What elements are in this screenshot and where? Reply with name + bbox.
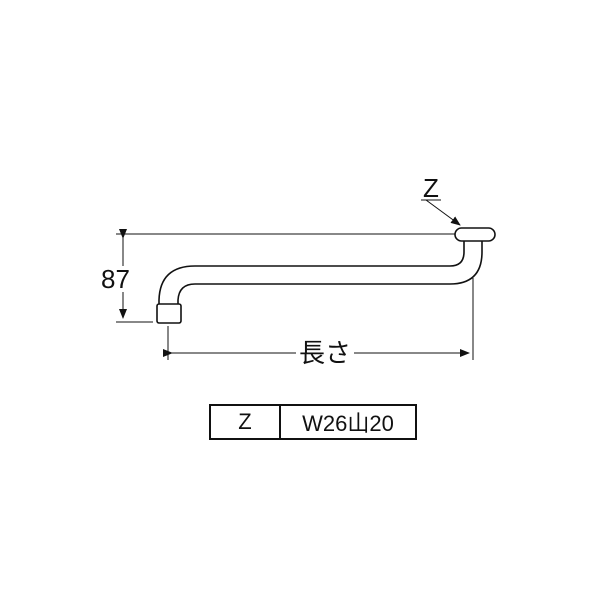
z-leader-line — [425, 199, 461, 226]
height-label: 87 — [101, 264, 130, 294]
length-label: 長さ — [296, 340, 355, 366]
spec-table: Z W26山20 — [209, 404, 417, 440]
spec-value-cell: W26山20 — [279, 404, 417, 440]
nozzle-tip — [156, 303, 182, 324]
spout-pipe — [156, 227, 496, 324]
thread-connector — [454, 227, 496, 242]
spec-key-cell: Z — [209, 404, 281, 440]
table-row: Z W26山20 — [209, 404, 417, 440]
z-callout-label: Z — [423, 173, 439, 203]
